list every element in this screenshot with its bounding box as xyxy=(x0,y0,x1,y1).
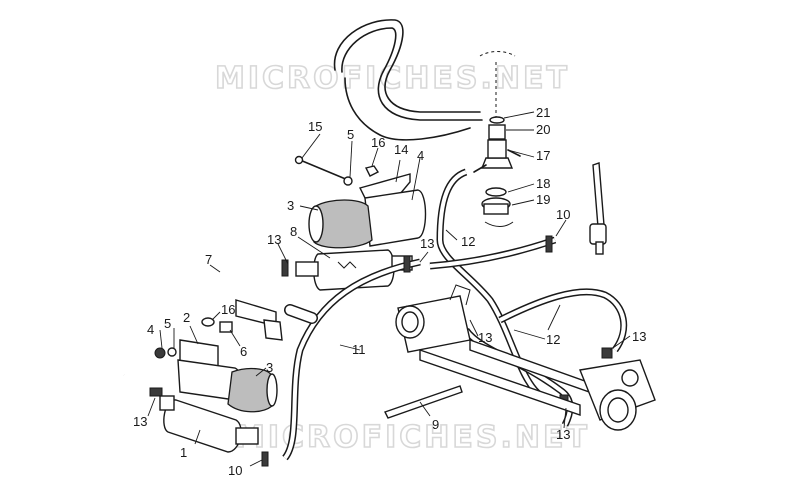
lower-filter xyxy=(154,339,278,413)
callout-17: 17 xyxy=(536,148,550,163)
callout-10-bottom: 10 xyxy=(228,463,242,478)
callout-20: 20 xyxy=(536,122,550,137)
callout-13-c: 13 xyxy=(478,330,492,345)
carburetor-assembly xyxy=(395,284,656,431)
callout-3-bottom: 3 xyxy=(266,360,273,375)
callout-21: 21 xyxy=(536,105,550,120)
callout-leaders xyxy=(147,111,631,467)
callout-12-right: 12 xyxy=(546,332,560,347)
callout-2: 2 xyxy=(183,310,190,325)
fuel-tap-lever xyxy=(589,162,607,255)
callout-13-e: 13 xyxy=(556,427,570,442)
callout-15: 15 xyxy=(308,119,322,134)
callout-6: 6 xyxy=(240,344,247,359)
callout-13-d: 13 xyxy=(632,329,646,344)
callout-3-top: 3 xyxy=(287,198,294,213)
cable-tie xyxy=(384,385,463,419)
fuel-tank-outline xyxy=(333,19,516,141)
upper-filter xyxy=(308,189,427,249)
callout-13-b: 13 xyxy=(420,236,434,251)
middle-bracket xyxy=(201,299,283,341)
callout-10-top: 10 xyxy=(556,207,570,222)
fuel-pump xyxy=(159,395,259,453)
callout-5-top: 5 xyxy=(347,127,354,142)
callout-7: 7 xyxy=(205,252,212,267)
callout-8: 8 xyxy=(290,224,297,239)
callout-4-top: 4 xyxy=(417,148,424,163)
callout-13-a: 13 xyxy=(267,232,281,247)
callout-labels: 15 5 16 14 4 3 8 7 13 13 12 21 20 17 18 … xyxy=(133,105,646,478)
callout-11: 11 xyxy=(352,342,366,357)
callout-18: 18 xyxy=(536,176,550,191)
callout-4-bottom: 4 xyxy=(147,322,154,337)
callout-13-f: 13 xyxy=(133,414,147,429)
callout-1: 1 xyxy=(180,445,187,460)
callout-16-bottom: 16 xyxy=(221,302,235,317)
callout-12-top: 12 xyxy=(461,234,475,249)
callout-16-top: 16 xyxy=(371,135,385,150)
callout-5-bottom: 5 xyxy=(164,316,171,331)
callout-9: 9 xyxy=(432,417,439,432)
callout-14: 14 xyxy=(394,142,408,157)
watermark-top: MICROFICHES.NET xyxy=(215,61,570,96)
fuel-tap-assembly xyxy=(473,116,521,227)
callout-19: 19 xyxy=(536,192,550,207)
